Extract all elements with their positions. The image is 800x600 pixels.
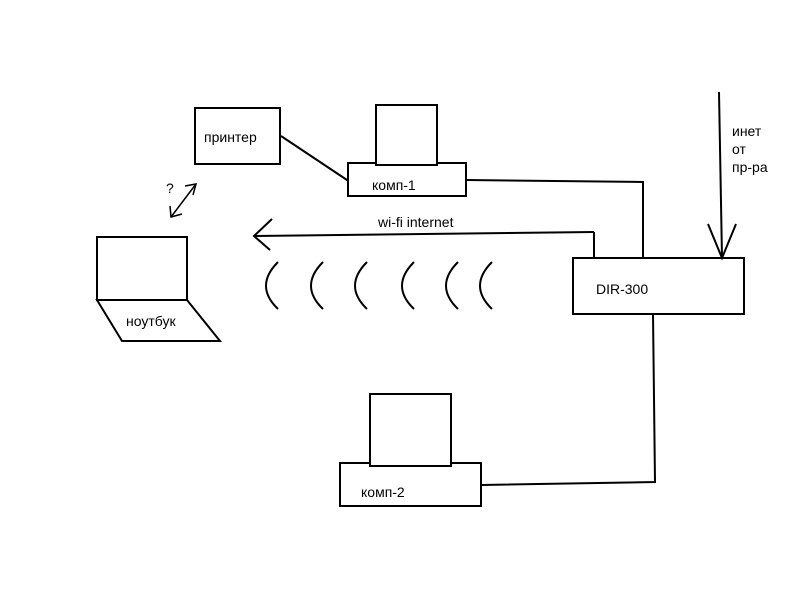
internet-feed-arrowhead (707, 223, 737, 261)
comp2-monitor (369, 393, 452, 467)
wifi-arrow-head (252, 218, 273, 251)
question-arrow-head-down (169, 205, 183, 218)
internet-label-line3: пр-ра (732, 159, 768, 175)
wifi-wave-4 (401, 261, 415, 310)
question-arrow-head-up (184, 183, 198, 196)
printer-box (194, 107, 281, 165)
wifi-arrow-shaft (254, 231, 595, 237)
wifi-wave-5 (445, 261, 459, 310)
comp1-monitor (375, 104, 438, 166)
comp1-node: комп-1 (347, 104, 467, 197)
router-node: DIR-300 (572, 257, 745, 315)
laptop-keyboard (95, 299, 223, 342)
question-mark: ? (166, 180, 174, 196)
laptop-printer-question: ? (166, 180, 198, 218)
wifi-wave-1 (265, 261, 279, 310)
wifi-wave-2 (310, 261, 324, 310)
comp2-label: комп-2 (361, 484, 405, 500)
laptop-node: ноутбук (95, 236, 223, 342)
comp1-base (347, 162, 467, 197)
printer-node: принтер (194, 107, 281, 165)
printer-label: принтер (204, 129, 257, 145)
printer-comp1-cable (280, 135, 351, 183)
wifi-wave-6 (479, 261, 493, 310)
wifi-wave-3 (354, 261, 368, 310)
comp2-base (339, 462, 482, 507)
internet-label-line1: инет (732, 123, 762, 139)
question-arrow-line (170, 183, 197, 218)
router-comp2-cable (481, 313, 657, 486)
laptop-screen (96, 236, 188, 301)
wifi-signal-waves (265, 261, 493, 310)
laptop-label: ноутбук (126, 313, 176, 329)
wifi-arrow (252, 218, 595, 251)
internet-feed-line (718, 91, 723, 259)
comp1-label: комп-1 (372, 177, 416, 193)
internet-feed: инет от пр-ра (707, 91, 768, 261)
comp1-router-cable (465, 179, 644, 258)
router-box (572, 257, 745, 315)
comp2-node: комп-2 (339, 393, 482, 507)
internet-label-line2: от (732, 141, 746, 157)
router-label: DIR-300 (596, 281, 648, 297)
wifi-label: wi-fi internet (377, 214, 454, 230)
